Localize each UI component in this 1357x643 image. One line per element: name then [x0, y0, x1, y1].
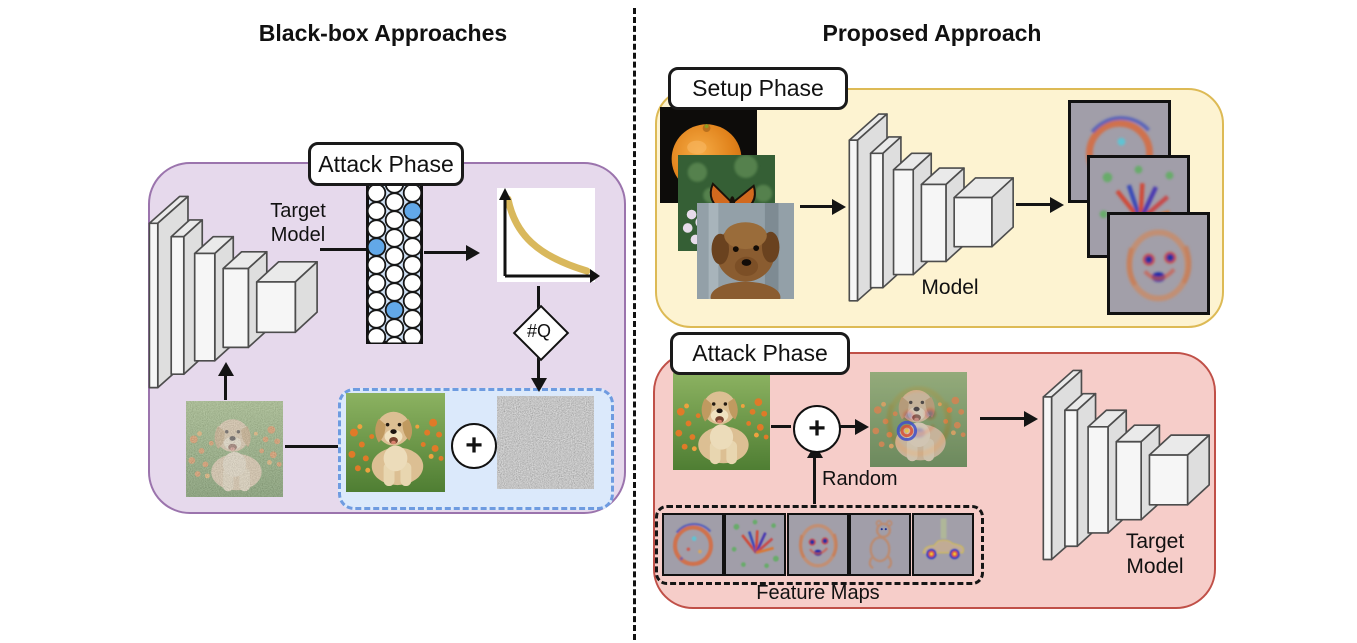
- feature-map-stack-3: [1107, 212, 1210, 315]
- attack-phase-label-right: Attack Phase: [670, 332, 850, 375]
- target-model-caption-line2: Model: [270, 223, 326, 246]
- random-label: Random: [822, 468, 898, 490]
- attack-phase-label-text: Attack Phase: [318, 150, 454, 177]
- plus-icon: +: [451, 423, 497, 469]
- arrow-perturbed-dog-to-target-model: [980, 417, 1024, 420]
- arrow-query-to-chart: [424, 251, 466, 254]
- noise-perturbation-image: [497, 396, 594, 489]
- query-output-vector: [366, 182, 423, 344]
- attack-input-dog-image: [673, 373, 770, 470]
- plus-icon-glyph: +: [465, 429, 483, 462]
- target-model-caption-right: Target Model: [1095, 530, 1215, 580]
- arrow-plus-to-perturbed-dog: [839, 425, 855, 428]
- arrow-noisy-dog-to-model: [224, 376, 227, 400]
- connector-model-to-query-vector: [320, 248, 366, 251]
- plus-icon-attack: +: [793, 405, 841, 453]
- arrow-feature-maps-to-plus: [813, 458, 816, 504]
- adversarial-noisy-dog-image: [186, 401, 283, 497]
- arrow-model-to-feature-maps: [1016, 203, 1050, 206]
- plus-icon-attack-glyph: +: [808, 412, 826, 445]
- center-divider-line: [633, 8, 636, 640]
- connector-noisy-dog-to-perturbation-box: [285, 445, 338, 448]
- decreasing-loss-curve: [504, 195, 591, 275]
- feature-map-2: [724, 513, 786, 576]
- arrow-inputs-to-model: [800, 205, 832, 208]
- target-model-right-line1: Target: [1125, 530, 1185, 553]
- connector-dog-to-plus: [771, 425, 791, 428]
- left-section-title: Black-box Approaches: [258, 20, 508, 46]
- setup-phase-label: Setup Phase: [668, 67, 848, 110]
- loss-chart: [497, 188, 600, 283]
- target-model-caption-line1: Target: [270, 200, 326, 222]
- query-count-label: #Q: [526, 321, 551, 341]
- model-caption: Model: [921, 276, 979, 299]
- setup-phase-label-text: Setup Phase: [692, 75, 824, 101]
- attack-phase-label-left: Attack Phase: [308, 142, 464, 186]
- feature-map-3: [787, 513, 849, 576]
- feature-maps-caption: Feature Maps: [756, 582, 880, 604]
- arrow-diamond-to-perturbation: [537, 352, 540, 378]
- feature-map-4: [849, 513, 911, 576]
- input-image-dog: [697, 203, 794, 299]
- connector-chart-to-diamond: [537, 286, 540, 312]
- feature-maps-box: [655, 505, 984, 585]
- target-model-right-line2: Model: [1126, 554, 1184, 578]
- right-section-title: Proposed Approach: [822, 20, 1042, 46]
- clean-dog-image: [346, 393, 445, 492]
- target-model-caption-left: Target Model: [256, 200, 340, 247]
- attack-phase-label-right-text: Attack Phase: [692, 340, 828, 366]
- perturbed-dog-image: [870, 372, 967, 467]
- feature-map-1: [662, 513, 724, 576]
- feature-map-5: [912, 513, 974, 576]
